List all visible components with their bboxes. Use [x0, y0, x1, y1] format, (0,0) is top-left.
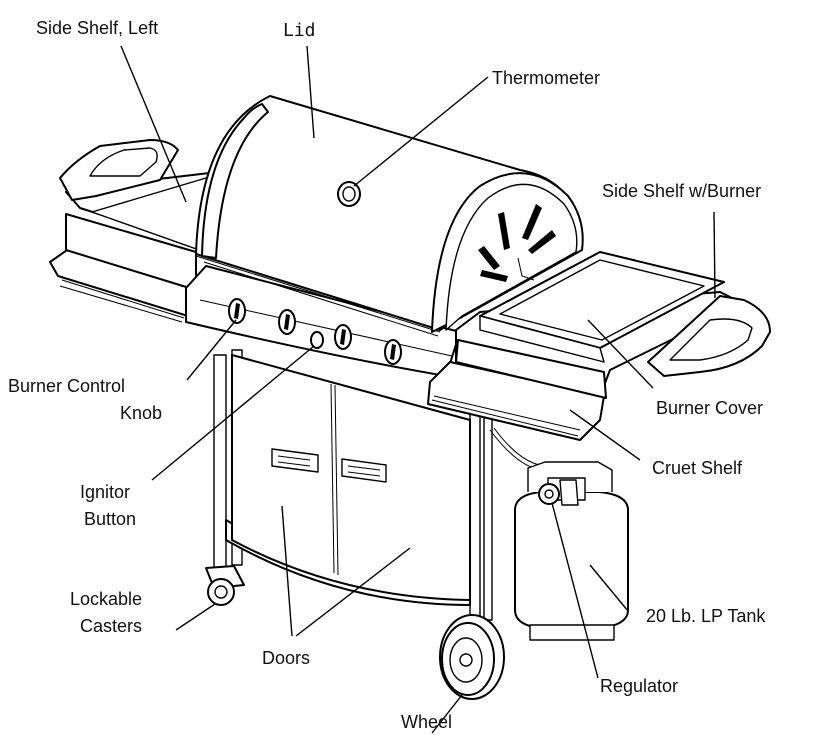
leader-regulator — [551, 502, 599, 679]
door-emblem-left — [271, 448, 319, 473]
caster — [205, 565, 245, 606]
labels: Side Shelf, Left Lid Thermometer Side Sh… — [8, 18, 766, 732]
leader-lockable-casters — [175, 603, 216, 631]
wheel-graphic — [439, 614, 505, 700]
label-burner-cover: Burner Cover — [656, 398, 763, 418]
leader-cruet-shelf — [569, 409, 641, 461]
ignitor-button-graphic — [310, 331, 324, 349]
burner-knob-1 — [228, 298, 246, 324]
right-side-shelf — [427, 251, 771, 441]
leader-side-shelf-burner — [713, 211, 716, 299]
label-regulator: Regulator — [600, 676, 678, 696]
leader-burner-cover — [587, 319, 654, 389]
thermometer-graphic — [337, 181, 361, 207]
label-lid: Lid — [283, 20, 316, 41]
label-ignitor-line1: Ignitor — [80, 482, 130, 502]
cabinet — [231, 354, 471, 601]
label-lockable-line2: Casters — [80, 616, 142, 636]
leader-lp-tank — [589, 564, 629, 612]
label-thermometer: Thermometer — [492, 68, 600, 88]
label-doors: Doors — [262, 648, 310, 668]
leader-side-shelf-left — [120, 45, 187, 203]
label-side-shelf-burner: Side Shelf w/Burner — [602, 181, 761, 201]
burner-knob-2 — [278, 309, 296, 335]
lid-graphic — [195, 95, 584, 337]
label-lockable-line1: Lockable — [70, 589, 142, 609]
door-emblem-right — [341, 458, 387, 483]
label-wheel: Wheel — [401, 712, 452, 732]
leader-thermometer — [353, 76, 489, 187]
leader-lid — [306, 45, 315, 139]
leader-ignitor — [151, 345, 315, 481]
leader-burner-control — [186, 319, 237, 381]
leader-doors-left — [281, 505, 293, 637]
leader-lines — [120, 45, 716, 734]
label-cruet-shelf: Cruet Shelf — [652, 458, 743, 478]
label-side-shelf-left: Side Shelf, Left — [36, 18, 158, 38]
label-burner-control-line2: Knob — [120, 403, 162, 423]
label-lp-tank: 20 Lb. LP Tank — [646, 606, 766, 626]
lp-tank-graphic — [489, 427, 629, 641]
label-ignitor-line2: Button — [84, 509, 136, 529]
burner-knob-3 — [334, 324, 352, 350]
burner-knob-4 — [384, 339, 402, 365]
leader-doors-right — [295, 547, 411, 637]
label-burner-control-line1: Burner Control — [8, 376, 125, 396]
leader-wheel — [431, 694, 463, 734]
